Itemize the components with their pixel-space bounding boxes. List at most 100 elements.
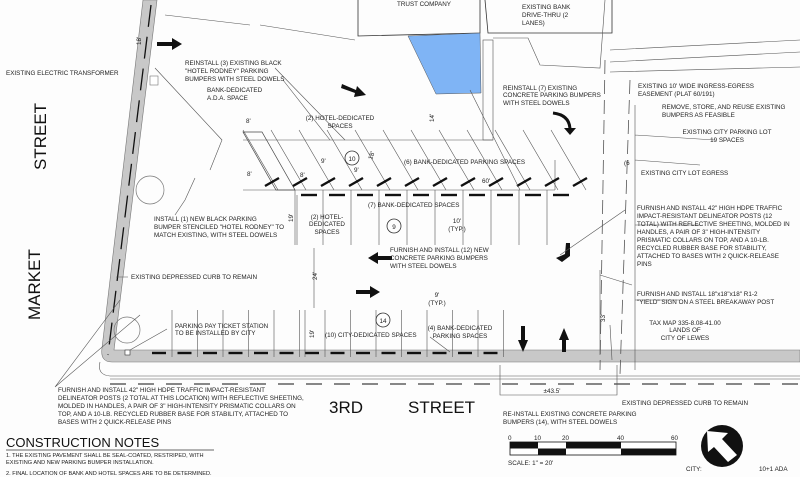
note-label: FURNISH AND INSTALL (12) NEW: [390, 247, 489, 254]
angled-stalls: [242, 129, 588, 191]
stall-line: [298, 129, 335, 191]
curved-arrow-icon: [556, 243, 570, 262]
note-line: HANDLES, A PAIR OF 3" HIGH-INTENSITY: [637, 229, 761, 236]
stall-line: [270, 129, 307, 191]
drive-thru-area: [407, 32, 482, 95]
traffic-arrow-icon: [559, 328, 569, 352]
trust-company-building: [357, 0, 481, 37]
dimension-label: 19': [309, 330, 316, 338]
hotel-spaces-label: (2) HOTEL-: [311, 214, 344, 221]
count-label: 9: [392, 224, 396, 231]
stall-line: [382, 129, 419, 191]
street-name: 3RD: [329, 398, 363, 417]
count-circle: [375, 312, 391, 328]
stall-line: [522, 129, 559, 191]
note-label: BUMPER STENCILED "HOTEL RODNEY" TO: [154, 224, 284, 231]
market-street-sidewalk: [101, 0, 800, 363]
easement-label: EXISTING 10' WIDE INGRESS-EGRESS: [638, 83, 754, 90]
pay-station-label: PARKING PAY TICKET STATION: [175, 323, 269, 330]
dimension-label: 9': [354, 167, 359, 174]
dimension-label: 9': [321, 158, 326, 165]
parking-bumper: [488, 176, 504, 188]
dimension-label: 8': [246, 118, 251, 125]
transformer-icon: [149, 75, 159, 86]
dimension-label: (TYP.): [448, 226, 465, 233]
north-arrow-icon: [701, 425, 743, 467]
traffic-arrow-icon: [157, 38, 182, 50]
hotel-spaces-label: (2) HOTEL-DEDICATED: [306, 115, 375, 122]
dimension-label: 9': [435, 292, 440, 299]
dimension-label: 14': [429, 114, 436, 122]
note-label: WITH STEEL DOWELS: [503, 100, 570, 107]
scale-tick: 40: [617, 435, 625, 442]
note-line: TOTAL) WITH REFLECTIVE SHEETING, MOLDED …: [637, 221, 790, 228]
tally-value: 10+1 ADA: [759, 466, 788, 473]
dimension-label: 8': [300, 172, 305, 179]
curved-arrow-icon: [552, 111, 572, 131]
parking-bumper: [572, 176, 588, 188]
parking-bumper: [292, 176, 308, 188]
pay-station-icon: [124, 349, 131, 356]
scale-tick: 0: [508, 435, 512, 442]
parking-bumper: [348, 176, 364, 188]
tree-icon: [135, 175, 165, 205]
city-lot-label: 19 SPACES: [710, 137, 744, 144]
scale-tick: 10: [534, 435, 542, 442]
dimension-label: 18': [136, 37, 143, 45]
note-label: CONCRETE PARKING BUMPERS: [503, 92, 601, 99]
dimension-label: 8': [247, 171, 252, 178]
building-label: TRUST COMPANY: [397, 1, 452, 8]
parking-bumper: [404, 176, 420, 188]
island-outline: [154, 67, 223, 216]
scale-tick: 60: [671, 435, 679, 442]
note-line: BASES WITH 2 QUICK-RELEASE PINS: [58, 419, 171, 426]
dimension-label: 24': [312, 272, 319, 280]
note-line: RECYCLED RUBBER BASE FOR STABILITY,: [637, 245, 767, 252]
traffic-arrow-icon: [368, 252, 392, 264]
note-line: TOP, AND A 10-LB. RECYCLED RUBBER BASE F…: [58, 411, 288, 418]
note-label: REINSTALL (3) EXISTING BLACK: [185, 60, 282, 67]
note-line: MOLDED IN HANDLES, A PAIR OF 3" HIGH-INT…: [58, 403, 296, 410]
notes-title: CONSTRUCTION NOTES: [6, 435, 159, 450]
note-label: BUMPERS AS FEASIBLE: [662, 112, 735, 119]
note-line: FURNISH AND INSTALL 42" HIGH HDPE TRAFFI…: [637, 205, 783, 212]
note-line: PRISMATIC COLLARS ON TOP, AND A 10-LB.: [637, 237, 769, 244]
parking-bumper: [376, 176, 392, 188]
hotel-spaces-label: DEDICATED: [309, 221, 345, 228]
note-label: WITH STEEL DOWELS: [390, 263, 457, 270]
parking-bumper: [432, 176, 448, 188]
drive-thru-label: EXISTING BANK: [522, 4, 571, 11]
note-item: EXISTING AND NEW PARKING BUMPER INSTALLA…: [6, 460, 154, 466]
bank-spaces-label: (4) BANK-DEDICATED: [428, 325, 493, 332]
stall-line: [438, 129, 475, 191]
bank-spaces-label: PARKING SPACES: [433, 333, 488, 340]
note-line: ATTACHED TO BASES WITH 2 QUICK-RELEASE: [637, 253, 779, 260]
parking-bumper: [544, 176, 560, 188]
city-lot-label: EXISTING CITY PARKING LOT: [683, 129, 772, 136]
city-stalls: [152, 310, 504, 357]
city-lot-lines: [609, 39, 800, 370]
stall-line: [242, 129, 279, 191]
dimension-label: 60': [482, 178, 490, 185]
note-item: 1. THE EXISTING PAVEMENT SHALL BE SEAL-C…: [6, 453, 204, 459]
parking-bumper: [320, 176, 336, 188]
tree-icon: [113, 316, 141, 344]
traffic-arrow-icon: [341, 84, 366, 97]
curved-arrow-head-icon: [564, 128, 576, 135]
tally-label: CITY:: [686, 466, 702, 473]
drive-thru-label: LANES): [522, 20, 545, 27]
dimension-label: (TYP.): [428, 300, 445, 307]
scale-label: SCALE: 1" = 20': [508, 460, 553, 467]
dimension-label: 10': [453, 218, 461, 225]
ada-label: BANK-DEDICATED: [207, 87, 263, 94]
curb-label: EXISTING DEPRESSED CURB TO REMAIN: [622, 400, 749, 407]
dimension-label: 33': [600, 314, 607, 322]
stall-line: [326, 129, 363, 191]
note-line: PINS: [637, 261, 652, 268]
stall-line: [466, 129, 503, 191]
ada-label: A.D.A. SPACE: [207, 95, 248, 102]
delineator-note-right: FURNISH AND INSTALL 42" HIGH HDPE TRAFFI…: [637, 205, 790, 268]
bank-spaces-label: (6) BANK-DEDICATED PARKING SPACES: [404, 159, 525, 166]
